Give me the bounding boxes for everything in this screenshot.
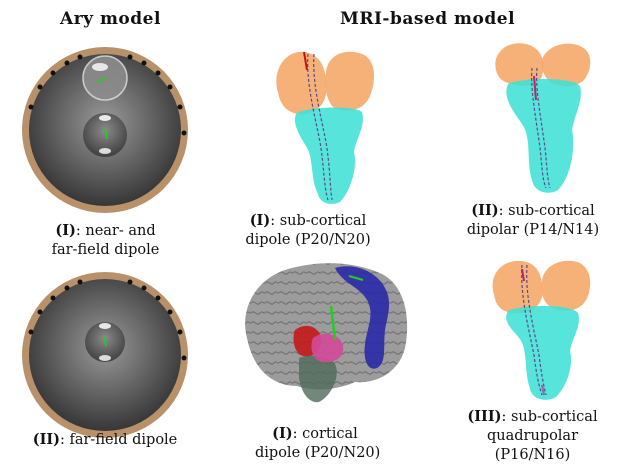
dipole-near (97, 77, 107, 83)
blue-region (335, 266, 390, 369)
dipole-far (103, 336, 107, 347)
ary-caption-1: (I): near- and far-field dipole (51, 222, 160, 258)
mri-caption-3: (I): cortical dipole (P20/N20) (255, 425, 381, 461)
mri-caption-4: (III): sub-cortical quadrupolar (P16/N16… (467, 408, 598, 463)
mri-caption-2: (II): sub-cortical dipolar (P14/N14) (466, 202, 600, 238)
dipole-red (303, 51, 308, 71)
thalamus-left (276, 51, 327, 115)
dipole-green (329, 305, 337, 341)
brainstem (294, 107, 363, 204)
mri-model-header: MRI-based model (340, 9, 516, 29)
mri-cortical-dipole-illustration (245, 263, 408, 403)
tract-left (307, 53, 329, 201)
ary-model-header: Ary model (60, 9, 161, 29)
ary-sphere-far-illustration (22, 272, 188, 438)
mri-subcortical-quadrupolar-illustration (492, 260, 591, 400)
ary-sphere-near-far-illustration (22, 47, 188, 213)
tract-right (313, 53, 333, 201)
thalamus-right (325, 51, 375, 111)
inner-sphere (83, 113, 127, 157)
mri-subcortical-dipole-illustration (276, 51, 375, 204)
electrode-dots (28, 54, 187, 136)
ary-caption-2: (II): far-field dipole (32, 431, 178, 448)
brainstem (506, 79, 581, 193)
mri-subcortical-dipolar-illustration (495, 43, 591, 193)
cerebellum (299, 355, 337, 403)
magenta-region (311, 333, 344, 363)
dipole-deep (104, 128, 108, 140)
mri-caption-1: (I): sub-cortical dipole (P20/N20) (245, 212, 371, 248)
